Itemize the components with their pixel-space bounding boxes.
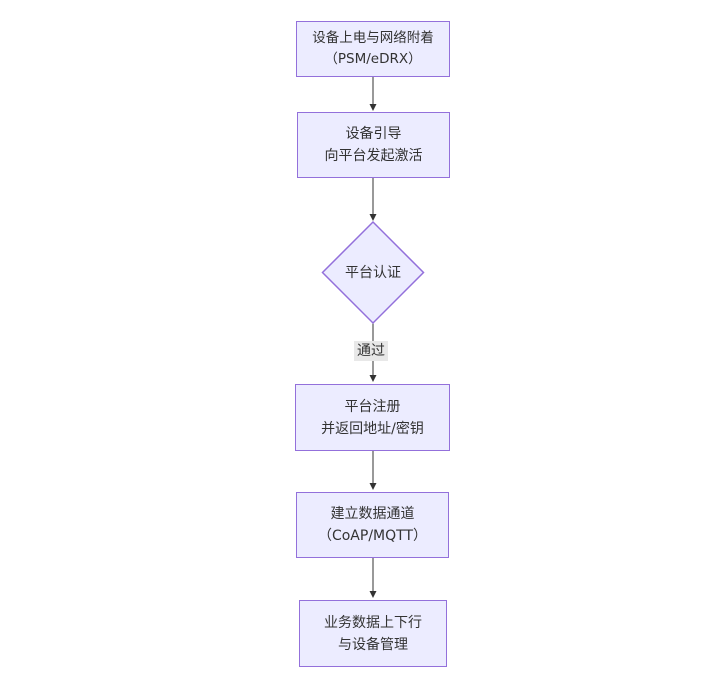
node-line: 平台认证 [345, 265, 401, 281]
decision-platform-auth-label: 平台认证 [323, 262, 423, 284]
decision-platform-auth-shape [321, 220, 425, 325]
node-line: 向平台发起激活 [324, 148, 423, 164]
node-power-network-attach: 设备上电与网络附着 （PSM/eDRX） [296, 21, 450, 77]
edge-label-text: 通过 [357, 343, 385, 359]
node-line: 业务数据上下行 [324, 614, 422, 631]
node-line: 并返回地址/密钥 [321, 420, 424, 437]
node-business-data: 业务数据上下行 与设备管理 [299, 600, 447, 667]
node-line: （PSM/eDRX） [324, 51, 422, 67]
node-device-bootstrap: 设备引导 向平台发起激活 [297, 112, 450, 178]
node-line: 与设备管理 [338, 636, 408, 653]
node-platform-register: 平台注册 并返回地址/密钥 [295, 384, 450, 451]
node-line: 设备引导 [345, 126, 402, 142]
edge-label-pass: 通过 [354, 341, 388, 361]
node-line: 建立数据通道 [330, 506, 415, 522]
node-line: 平台注册 [344, 398, 401, 415]
node-line: （CoAP/MQTT） [317, 528, 428, 544]
node-line: 设备上电与网络附着 [312, 30, 434, 46]
node-data-channel: 建立数据通道 （CoAP/MQTT） [296, 492, 449, 558]
